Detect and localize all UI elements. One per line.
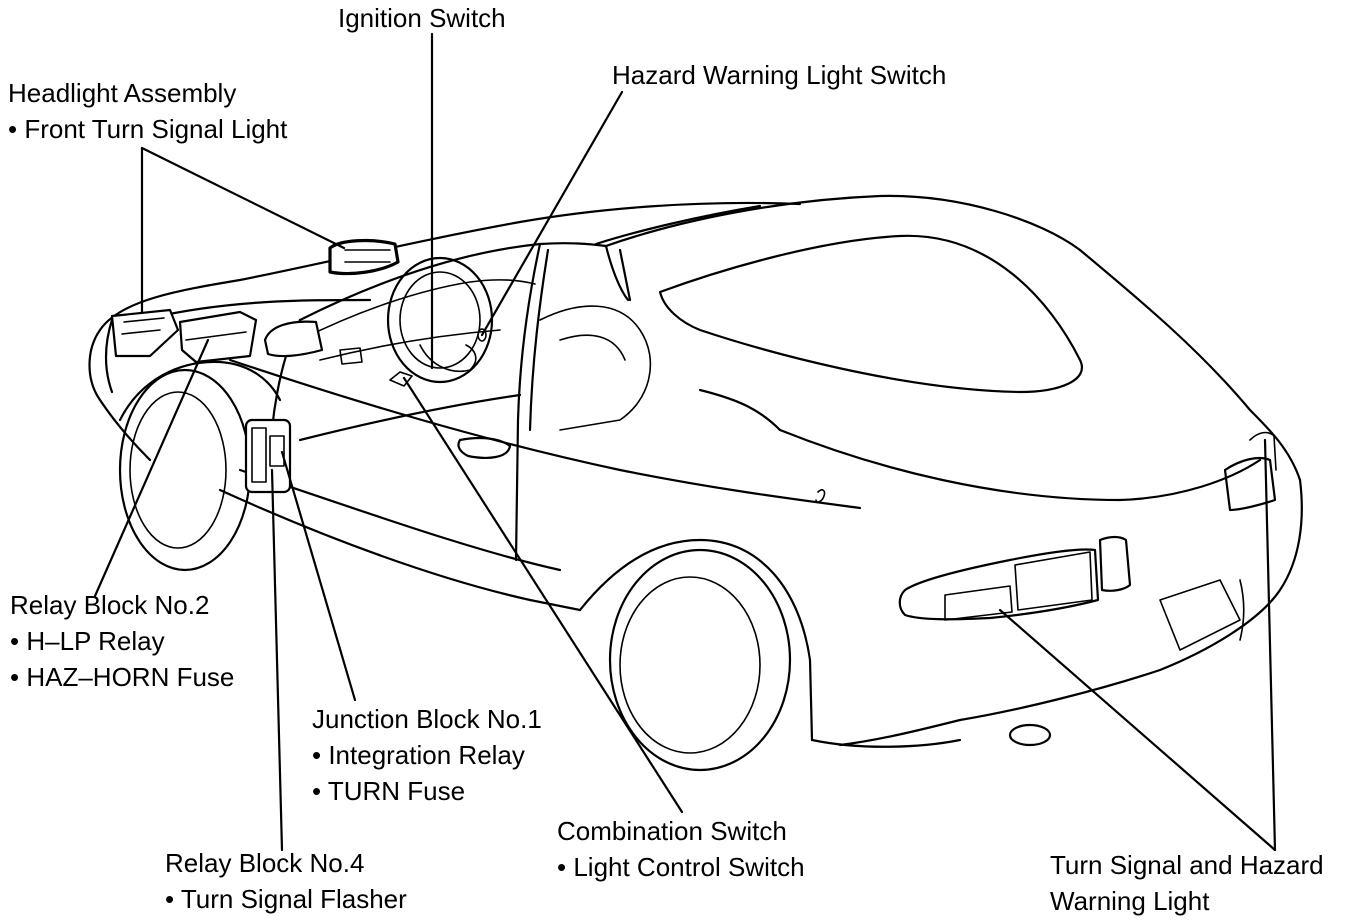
junction-block-1-label: Junction Block No.1 • Integration Relay … (312, 701, 542, 809)
leader-relay-block-4 (270, 468, 284, 852)
combination-switch-item: • Light Control Switch (557, 852, 805, 882)
leader-relay-block-2 (93, 338, 210, 598)
ignition-switch-label: Ignition Switch (338, 0, 506, 36)
leader-tail-light-right (1263, 438, 1277, 852)
headlight-assembly-label: Headlight Assembly • Front Turn Signal L… (8, 75, 287, 147)
car-interior (299, 256, 652, 431)
headlight-assembly-title: Headlight Assembly (8, 78, 237, 108)
relay-block-2-label: Relay Block No.2 • H–LP Relay • HAZ–HORN… (10, 587, 234, 695)
relay-block-2-item: • H–LP Relay (10, 626, 165, 656)
relay-block-2-title: Relay Block No.2 (10, 590, 210, 620)
relay-block-4-label: Relay Block No.4 • Turn Signal Flasher (165, 845, 407, 917)
turn-signal-light-line: Warning Light (1050, 886, 1210, 916)
leader-lines (93, 32, 1277, 852)
junction-block-1-item: • TURN Fuse (312, 776, 466, 806)
relay-block-4-item: • Turn Signal Flasher (165, 884, 407, 914)
leader-tail-light-left (998, 608, 1277, 852)
headlight-assembly-item: • Front Turn Signal Light (8, 114, 288, 144)
combination-switch-label: Combination Switch • Light Control Switc… (557, 813, 805, 885)
hazard-switch-label: Hazard Warning Light Switch (612, 57, 946, 93)
components (110, 238, 400, 494)
hazard-switch-title: Hazard Warning Light Switch (612, 60, 947, 90)
junction-block-1-title: Junction Block No.1 (312, 704, 542, 734)
junction-block-1-item: • Integration Relay (312, 740, 525, 770)
leader-junction-block-1 (280, 450, 357, 702)
car-body (88, 194, 1303, 772)
turn-signal-light-line: Turn Signal and Hazard (1050, 850, 1324, 880)
relay-block-4-title: Relay Block No.4 (165, 848, 365, 878)
combination-switch-title: Combination Switch (557, 816, 787, 846)
turn-signal-light-label: Turn Signal and Hazard Warning Light (1050, 847, 1324, 919)
leader-hazard-switch (480, 90, 624, 337)
ignition-switch-title: Ignition Switch (338, 3, 506, 33)
relay-block-2-item: • HAZ–HORN Fuse (10, 662, 235, 692)
leader-headlight-right (140, 146, 346, 250)
leader-combination-switch (402, 376, 684, 814)
